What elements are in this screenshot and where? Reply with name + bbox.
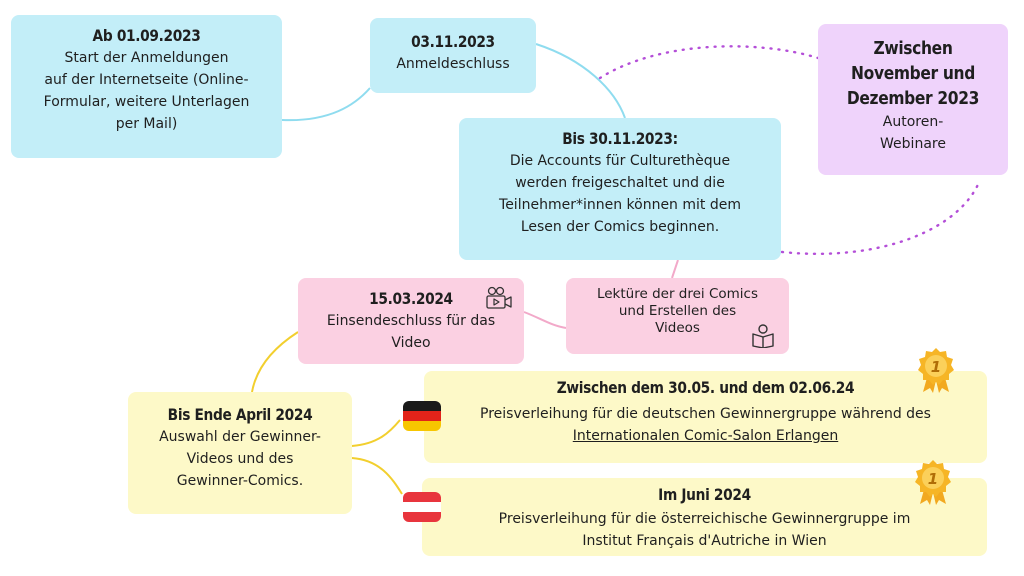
- node-accounts-activated: Bis 30.11.2023: Die Accounts für Culture…: [459, 118, 781, 260]
- node-text-line: Lesen der Comics beginnen.: [520, 219, 720, 235]
- node-reading-comics: Lektüre der drei Comics und Erstellen de…: [566, 278, 789, 354]
- video-camera-icon: [486, 286, 512, 309]
- node-video-deadline: 15.03.2024 Einsendeschluss für das Video: [298, 278, 524, 364]
- connector-selection-germany: [351, 419, 401, 447]
- connector-accounts-webinar-dotted: [780, 178, 982, 256]
- node-text-line: Videos: [655, 320, 700, 336]
- node-text-line: Video: [391, 335, 431, 351]
- node-title: Dezember 2023: [846, 88, 980, 109]
- node-title: Bis 30.11.2023:: [562, 129, 678, 148]
- node-text-line: per Mail): [115, 116, 178, 132]
- connector-deadline-webinar-dotted: [598, 45, 820, 80]
- comic-salon-erlangen-link[interactable]: Internationalen Comic-Salon Erlangen: [572, 428, 839, 444]
- node-winner-selection: Bis Ende April 2024 Auswahl der Gewinner…: [128, 392, 352, 514]
- node-title: Zwischen: [873, 38, 953, 59]
- node-text-line: auf der Internetseite (Online-: [44, 72, 249, 88]
- gold-medal-icon: 1: [918, 348, 954, 393]
- node-text-line: Autoren-: [882, 114, 944, 130]
- connector-selection-austria: [351, 457, 403, 495]
- node-text-line: werden freigeschaltet und die: [515, 175, 725, 191]
- node-text-line: Preisverleihung für die deutschen Gewinn…: [480, 406, 931, 422]
- node-text-line: und Erstellen des: [618, 303, 737, 319]
- node-text-line: Formular, weitere Unterlagen: [43, 94, 250, 110]
- connector-accounts-reading: [671, 259, 679, 279]
- node-title: 03.11.2023: [411, 32, 495, 51]
- node-text-line: Gewinner-Comics.: [176, 473, 304, 489]
- node-text-line: Einsendeschluss für das: [326, 313, 496, 329]
- node-title: 15.03.2024: [369, 289, 453, 308]
- node-award-austria: Im Juni 2024 Preisverleihung für die öst…: [422, 478, 987, 556]
- node-title: Im Juni 2024: [658, 485, 751, 504]
- node-text-line: Teilnehmer*innen können mit dem: [499, 197, 741, 213]
- flag-germany-icon: [403, 401, 441, 431]
- node-text-line: Anmeldeschluss: [396, 56, 510, 72]
- node-text-line: Die Accounts für Culturethèque: [509, 153, 731, 169]
- medal-label: 1: [931, 358, 941, 376]
- connector-reading-video: [523, 311, 567, 329]
- connector-deadline-accounts: [535, 43, 626, 119]
- connector-video-selection: [251, 331, 299, 393]
- node-text-line: Start der Anmeldungen: [64, 50, 229, 66]
- node-text-line: Videos und des: [186, 451, 294, 467]
- node-start-registration: Ab 01.09.2023 Start der Anmeldungen auf …: [11, 15, 282, 158]
- medal-label: 1: [928, 470, 938, 488]
- node-title: Ab 01.09.2023: [92, 26, 201, 45]
- connector-start-deadline: [281, 87, 371, 122]
- node-text-line: Auswahl der Gewinner-: [159, 429, 321, 445]
- node-author-webinars: Zwischen November und Dezember 2023 Auto…: [818, 24, 1008, 175]
- node-title: November und: [851, 63, 975, 84]
- node-registration-deadline: 03.11.2023 Anmeldeschluss: [370, 18, 536, 93]
- node-text-line: Lektüre der drei Comics: [596, 286, 759, 302]
- gold-medal-icon: 1: [915, 460, 951, 505]
- node-text-line: Webinare: [880, 136, 946, 152]
- node-award-germany: Zwischen dem 30.05. und dem 02.06.24 Pre…: [424, 371, 987, 463]
- node-title: Zwischen dem 30.05. und dem 02.06.24: [556, 378, 855, 397]
- node-text-line: Preisverleihung für die österreichische …: [498, 511, 911, 527]
- node-text-line: Institut Français d'Autriche in Wien: [582, 533, 827, 549]
- node-text-line: Internationalen Comic-Salon Erlangen: [434, 425, 977, 447]
- reading-book-icon: [752, 324, 774, 348]
- node-title: Bis Ende April 2024: [167, 405, 313, 424]
- flag-austria-icon: [403, 492, 441, 522]
